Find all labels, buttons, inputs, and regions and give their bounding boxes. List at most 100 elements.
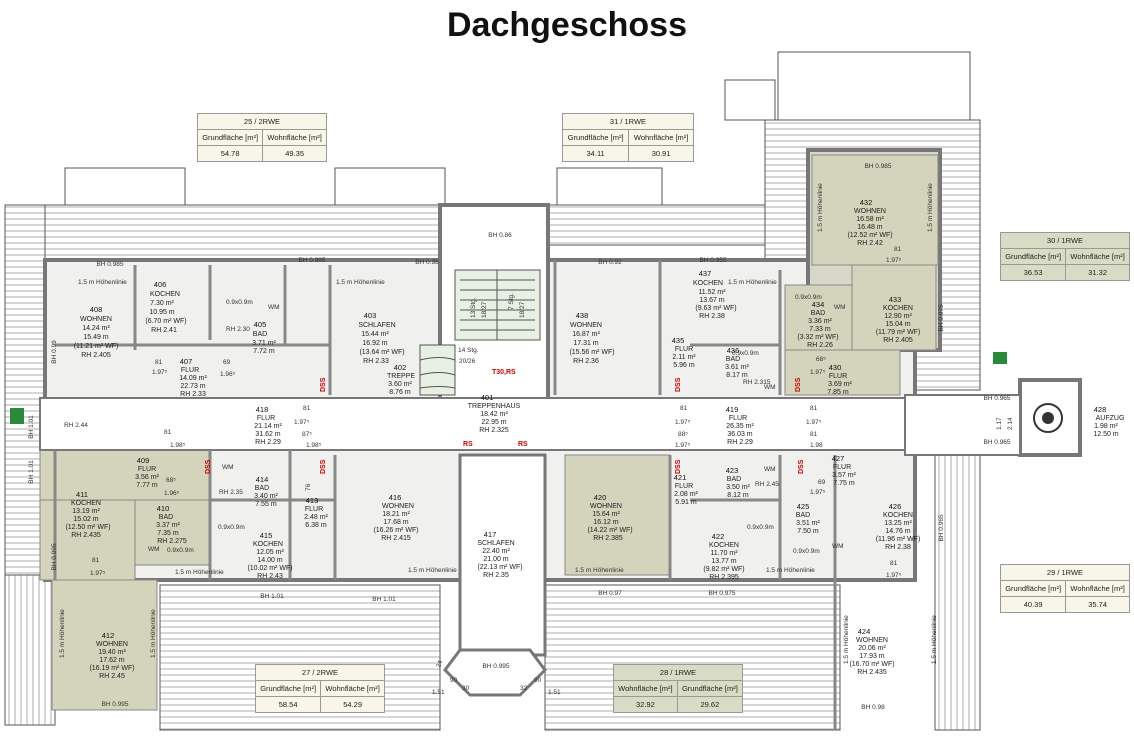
room-403: 403 SCHLAFEN 15.44 m² 16.92 m (13.64 m² … (358, 311, 404, 365)
room-410-num: 410 (157, 504, 170, 513)
bh-label: BH 0.98 (415, 259, 439, 266)
room-434-perim: 7.33 m (809, 326, 831, 333)
room-432-num: 432 (860, 198, 873, 207)
room-403-num: 403 (364, 311, 377, 320)
unit-col-label: Wohnfläche [m²] (262, 130, 326, 146)
room-406-num: 406 (154, 280, 167, 289)
unit-id: 31 / 1RWE (563, 114, 693, 130)
room-labels: 408 WOHNEN 14.24 m² 15.49 m (11.21 m² WF… (65, 198, 1124, 680)
room-411-wf: (12.50 m² WF) (65, 524, 110, 531)
unit-value: 35.74 (1088, 600, 1107, 609)
unit-col-label: Wohnfläche [m²] (1065, 581, 1129, 597)
room-403-rh: RH 2.33 (363, 358, 389, 365)
room-438-name: WOHNEN (570, 322, 602, 329)
room-432-wf: (12.52 m² WF) (847, 232, 892, 239)
room-419-rh: RH 2.29 (727, 439, 753, 446)
interior-walls (53, 260, 837, 730)
dim-label: 81 (890, 560, 898, 567)
room-420-name: WOHNEN (590, 503, 622, 510)
room-438-num: 438 (576, 311, 589, 320)
room-413-name: FLUR (305, 506, 323, 513)
room-402: 402 TREPPE 3.60 m² 8.76 m (387, 363, 415, 396)
room-416: 416 WOHNEN 18.21 m² 17.68 m (16.26 m² WF… (373, 493, 418, 542)
rh-label: RH 2.44 (64, 422, 88, 429)
unit-box-25: 25 / 2RWE Grundfläche [m²] Wohnfläche [m… (197, 113, 327, 162)
room-416-perim: 17.68 m (383, 519, 408, 526)
room-401-rh: RH 2.325 (479, 427, 509, 434)
room-416-wf: (16.26 m² WF) (373, 527, 418, 534)
room-415-perim: 14.00 m (257, 557, 282, 564)
room-406-name: KOCHEN (150, 291, 180, 298)
dim-label: 1.96⁵ (164, 490, 180, 497)
hoehenlinie-labels: 1.5 m Höhenlinie 1.5 m Höhenlinie 1.5 m … (59, 183, 938, 664)
room-419-name: FLUR (729, 415, 747, 422)
dim-label: 24 (435, 659, 444, 669)
bh-label: BH 0.975 (708, 590, 735, 597)
room-407-name: FLUR (181, 367, 199, 374)
bh-label: BH 0.995 (298, 257, 325, 264)
room-423: 423 BAD 3.50 m² 8.12 m (726, 466, 751, 499)
room-421-name: FLUR (675, 483, 693, 490)
room-422: 422 KOCHEN 11.70 m² 13.77 m (9.82 m² WF)… (703, 532, 744, 581)
bh-label: BH 1.01 (260, 593, 284, 600)
bh-label: BH 0.99 (51, 340, 58, 364)
room-438-rh: RH 2.36 (573, 358, 599, 365)
unit-col-label: Grundfläche [m²] (677, 681, 742, 697)
shower-dim: 0.9x0.9m (226, 299, 253, 306)
roof-bottom-left (159, 584, 441, 731)
room-409-num: 409 (137, 456, 150, 465)
room-411-area: 13.19 m² (72, 508, 100, 515)
room-412-name: WOHNEN (96, 641, 128, 648)
roof-right-bottom (934, 449, 981, 731)
room-409-perim: 7.77 m (136, 482, 158, 489)
room-434-wf: (3.32 m² WF) (797, 334, 838, 341)
room-427-name: FLUR (833, 464, 851, 471)
unit-value: 40.39 (1001, 596, 1067, 612)
dim-label: 1.97⁵ (810, 489, 826, 496)
unit-col-label: Grundfläche [m²] (1001, 581, 1067, 597)
unit-id: 27 / 2RWE (256, 665, 384, 681)
room-418-num: 418 (256, 405, 269, 414)
bh-label: BH 0.975 (938, 304, 945, 331)
room-438-perim: 17.31 m (573, 340, 598, 347)
room-437-num: 437 (699, 269, 712, 278)
room-432-rh: RH 2.42 (857, 240, 883, 247)
room-434-name: BAD (811, 310, 825, 317)
shower-dim: 0.9x0.9m (747, 524, 774, 531)
unit-col-label: Grundfläche [m²] (1001, 249, 1067, 265)
room-424-rh: RH 2.435 (857, 669, 887, 676)
dim-label: 90 (450, 677, 458, 684)
room-432-area: 16.58 m² (856, 216, 884, 223)
room-401-perim: 22.95 m (481, 419, 506, 426)
room-415-wf: (10.02 m² WF) (247, 565, 292, 572)
room-434-area: 3.36 m² (808, 318, 832, 325)
room-426-num: 426 (889, 502, 902, 511)
room-425: 425 BAD 3.51 m² 7.50 m (796, 502, 821, 535)
room-430: 430 FLUR 3.69 m² 7.85 m (827, 363, 852, 396)
wm-label: WM (268, 304, 280, 311)
room-410-area: 3.37 m² (156, 522, 180, 529)
dim-label: 1.51 (548, 689, 561, 696)
room-435-num: 435 (672, 336, 685, 345)
balcony-1 (64, 167, 186, 206)
dss-label: DSS (795, 377, 802, 392)
room-432-perim: 16.48 m (857, 224, 882, 231)
dim-label: 1.97⁵ (294, 419, 310, 426)
unit-id: 30 / 1RWE (1001, 233, 1129, 249)
room-432: 432 WOHNEN 16.58 m² 16.48 m (12.52 m² WF… (847, 198, 892, 247)
dim-label: 30 (462, 685, 470, 692)
unit-box-30: 30 / 1RWE Grundfläche [m²] Wohnfläche [m… (1000, 232, 1130, 281)
hoehenlinie-label: 1.5 m Höhenlinie (728, 279, 777, 286)
room-418-name: FLUR (257, 415, 275, 422)
room-438: 438 WOHNEN 16.87 m² 17.31 m (15.56 m² WF… (569, 311, 614, 365)
room-421-num: 421 (674, 473, 687, 482)
room-413-num: 413 (306, 496, 319, 505)
unit-value: 34.11 (563, 145, 630, 161)
stair-label: 14 Stg. (458, 347, 479, 354)
shower-dim: 0.9x0.9m (167, 547, 194, 554)
room-401-num: 401 (481, 393, 494, 402)
hoehenlinie-label: 1.5 m Höhenlinie (843, 615, 850, 664)
bh-label: BH 1.01 (28, 460, 35, 484)
shower-dim: 0.9x0.9m (795, 294, 822, 301)
wm-label: WM (764, 384, 776, 391)
